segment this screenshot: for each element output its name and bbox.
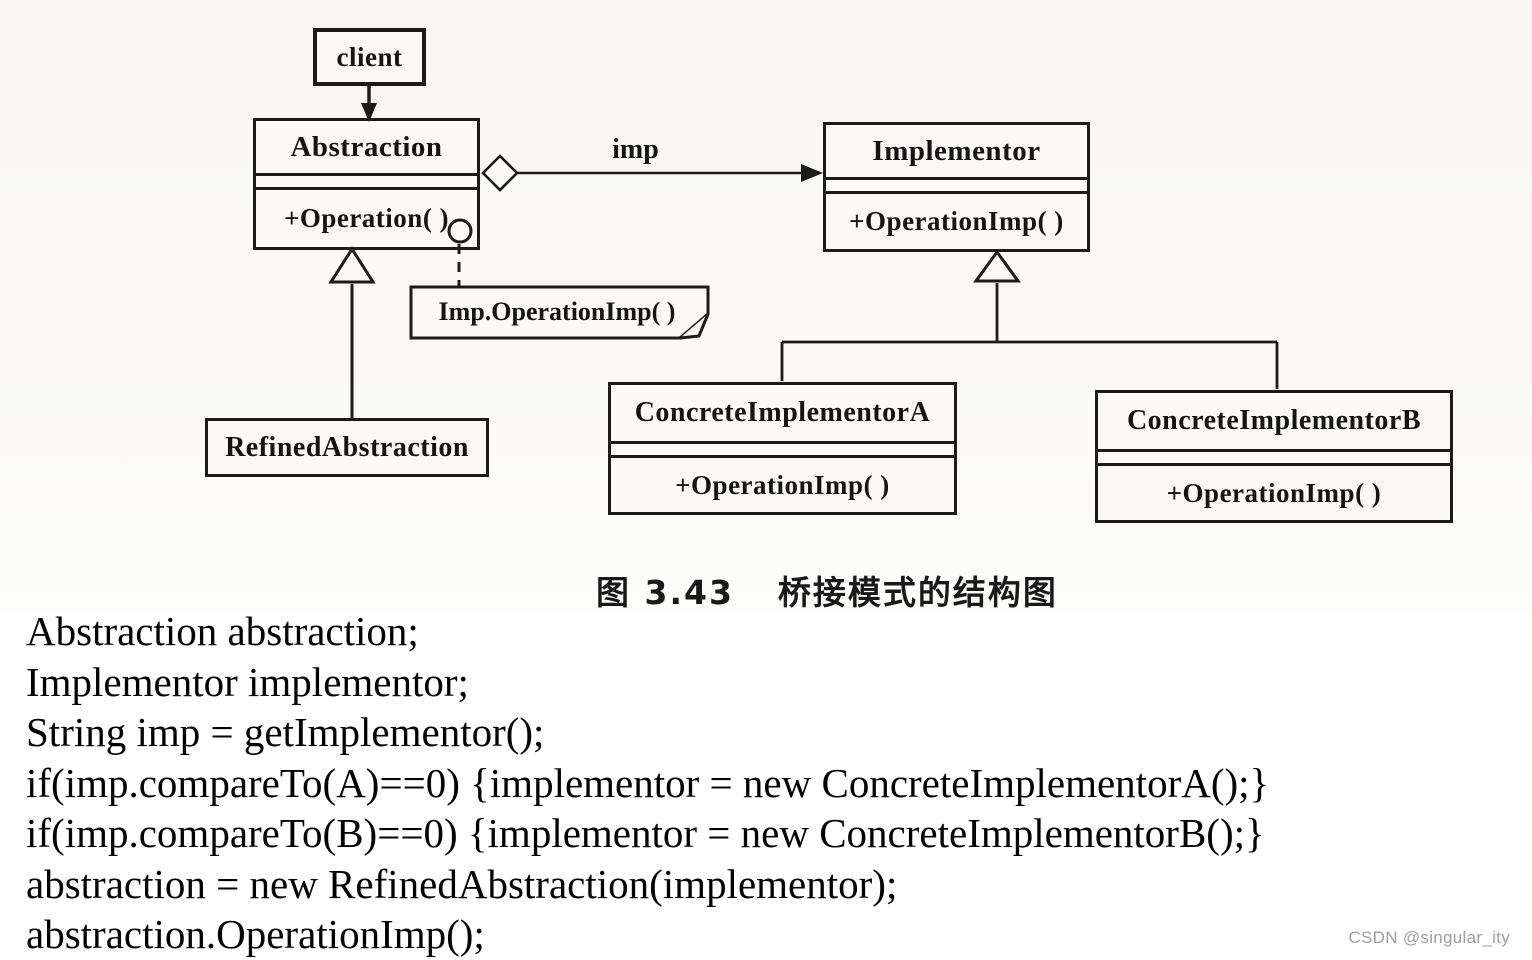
- code-line: abstraction.OperationImp();: [26, 911, 485, 957]
- class-box-refined-abstraction: RefinedAbstraction: [205, 418, 489, 477]
- figure-number-label: 图 3.43: [596, 573, 734, 612]
- uml-note-text: Imp.OperationImp( ): [438, 297, 676, 326]
- operation-label: +OperationImp( ): [849, 206, 1064, 236]
- figure-title-label: 桥接模式的结构图: [777, 573, 1058, 612]
- code-block: Abstraction abstraction; Implementor imp…: [26, 606, 1506, 960]
- class-box-abstraction: Abstraction +Operation( ): [253, 118, 480, 250]
- attributes-compartment: [611, 444, 954, 458]
- attributes-compartment: [256, 176, 477, 190]
- class-box-concrete-implementor-b: ConcreteImplementorB +OperationImp( ): [1095, 390, 1453, 523]
- operation-label: +OperationImp( ): [1166, 477, 1382, 508]
- class-name-label: ConcreteImplementorA: [611, 385, 954, 444]
- csdn-watermark: CSDN @singular_ity: [1348, 928, 1510, 947]
- code-line: Implementor implementor;: [26, 658, 469, 705]
- code-line: if(imp.compareTo(B)==0) {implementor = n…: [26, 810, 1265, 856]
- class-name-label: client: [336, 41, 403, 72]
- class-box-client: client: [313, 28, 426, 86]
- code-line: Abstraction abstraction;: [26, 608, 419, 654]
- class-box-implementor: Implementor +OperationImp( ): [823, 122, 1090, 252]
- code-line: String imp = getImplementor();: [26, 709, 545, 755]
- operation-label: +OperationImp( ): [675, 469, 890, 500]
- class-name-label: RefinedAbstraction: [225, 431, 469, 463]
- code-line: if(imp.compareTo(A)==0) {implementor = n…: [26, 759, 1270, 806]
- attributes-compartment: [1098, 452, 1450, 466]
- figure-caption: 图 3.43 桥接模式的结构图: [596, 566, 1058, 614]
- class-box-concrete-implementor-a: ConcreteImplementorA +OperationImp( ): [608, 382, 957, 515]
- class-name-label: Abstraction: [256, 121, 477, 176]
- class-name-label: Implementor: [826, 125, 1087, 180]
- operation-label: +Operation( ): [283, 203, 450, 233]
- attributes-compartment: [826, 180, 1087, 194]
- association-role-label: imp: [612, 134, 659, 165]
- class-name-label: ConcreteImplementorB: [1098, 393, 1450, 452]
- code-line: abstraction = new RefinedAbstraction(imp…: [26, 860, 898, 907]
